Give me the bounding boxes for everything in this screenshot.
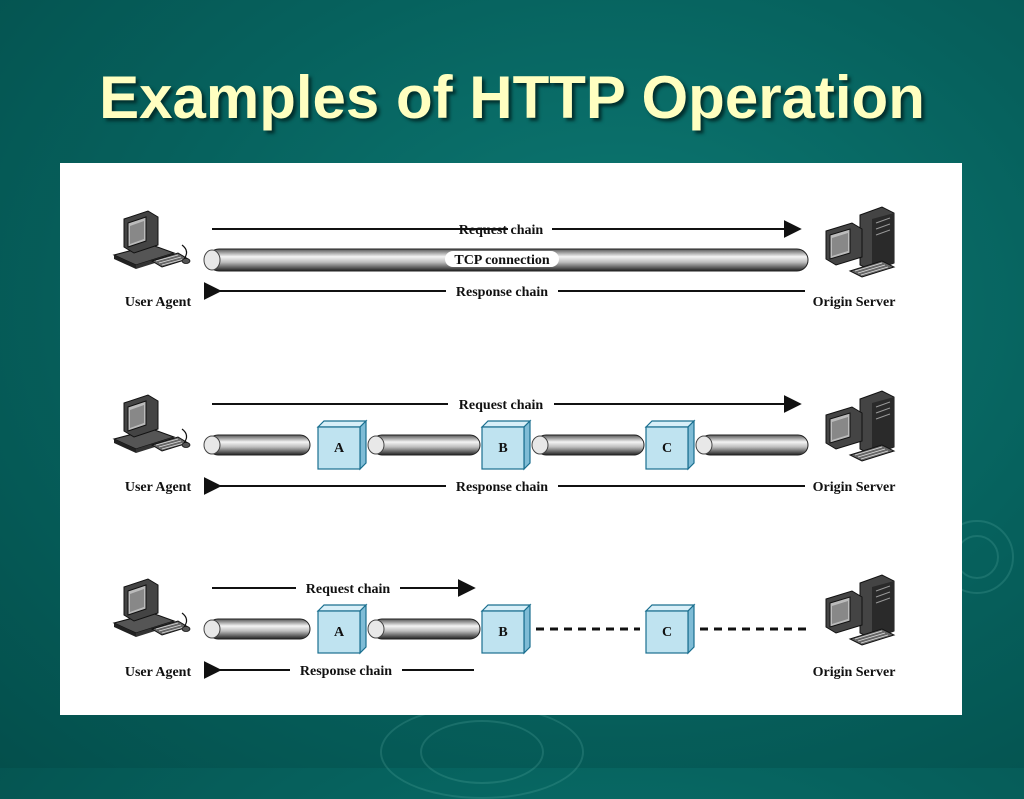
row-cached-response: Request chain A B C Response chain User … — [113, 574, 896, 680]
pipe-end — [367, 619, 385, 639]
connection-pipe — [371, 434, 481, 456]
pipe-end — [203, 249, 221, 271]
origin-server-label: Origin Server — [813, 295, 896, 310]
user-agent-label: User Agent — [125, 295, 192, 310]
request-chain-label: Request chain — [459, 223, 544, 238]
user-agent-computer-icon — [113, 578, 191, 638]
connection-pipe — [699, 434, 809, 456]
origin-server-icon — [825, 574, 895, 646]
request-chain-label: Request chain — [306, 582, 391, 597]
request-chain-label: Request chain — [459, 398, 544, 413]
origin-server-icon — [825, 206, 895, 278]
row-intermediaries: Request chain A B C Response chain User … — [113, 390, 896, 495]
connection-pipe — [371, 618, 481, 640]
origin-server-label: Origin Server — [813, 480, 896, 495]
user-agent-label: User Agent — [125, 665, 192, 680]
origin-server-icon — [825, 390, 895, 462]
pipe-end — [203, 619, 221, 639]
pipe-end — [367, 435, 385, 455]
origin-server-label: Origin Server — [813, 665, 896, 680]
intermediary-b-label: B — [498, 625, 507, 640]
diagram-svg: Request chain TCP connection Response ch… — [113, 206, 896, 680]
user-agent-computer-icon — [113, 394, 191, 454]
connection-pipe — [535, 434, 645, 456]
intermediary-a-label: A — [334, 441, 345, 456]
intermediary-b-label: B — [498, 441, 507, 456]
intermediary-c-label: C — [662, 441, 672, 456]
intermediary-a-label: A — [334, 625, 345, 640]
tcp-label-background — [445, 251, 559, 267]
connection-pipe — [207, 434, 311, 456]
response-chain-label: Response chain — [456, 285, 548, 300]
http-operation-diagram: Request chain TCP connection Response ch… — [60, 163, 962, 715]
response-chain-label: Response chain — [300, 664, 392, 679]
user-agent-label: User Agent — [125, 480, 192, 495]
user-agent-computer-icon — [113, 210, 191, 270]
pipe-end — [695, 435, 713, 455]
pipe-end — [531, 435, 549, 455]
response-chain-label: Response chain — [456, 480, 548, 495]
tcp-connection-label: TCP connection — [454, 253, 549, 268]
connection-pipe — [207, 618, 311, 640]
pipe-end — [203, 435, 221, 455]
background-ripple — [420, 720, 544, 784]
slide-title: Examples of HTTP Operation — [99, 64, 925, 131]
intermediary-c-label: C — [662, 625, 672, 640]
row-direct-connection: Request chain TCP connection Response ch… — [113, 206, 896, 310]
